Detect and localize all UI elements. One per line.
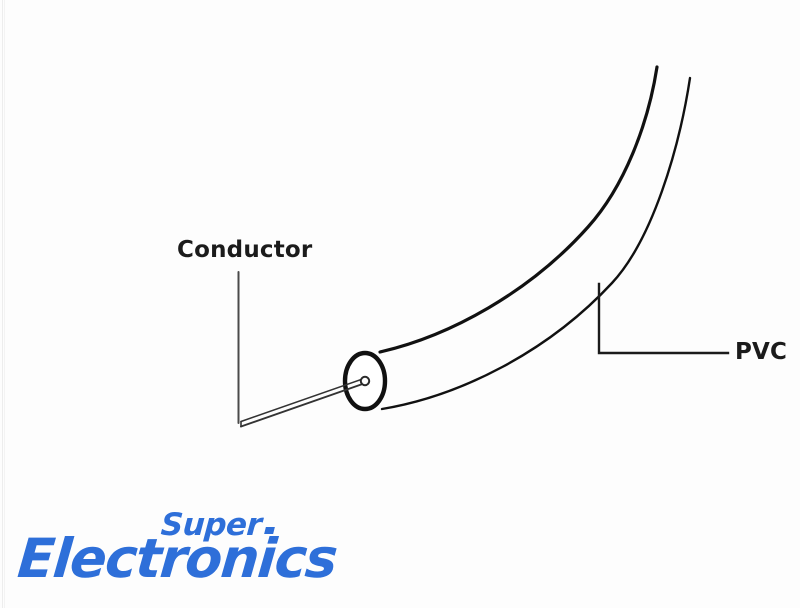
pvc-leader-line [597, 282, 730, 355]
conductor-wire-bottom-edge [240, 382, 365, 428]
brand-logo: Super Electronics [15, 505, 339, 591]
logo-electronics-text: Electronics [15, 527, 339, 590]
page-edge-line-secondary [4, 0, 5, 608]
pvc-jacket-body [378, 65, 692, 411]
jacket-lower-edge [380, 76, 692, 411]
conductor-label: Conductor [177, 237, 313, 263]
conductor-core-circle [359, 375, 371, 387]
conductor-wire-top-edge [240, 377, 365, 423]
jacket-upper-edge [378, 65, 659, 354]
page-edge-line [2, 0, 3, 608]
pvc-label: PVC [735, 339, 788, 365]
conductor-wire [240, 377, 365, 428]
